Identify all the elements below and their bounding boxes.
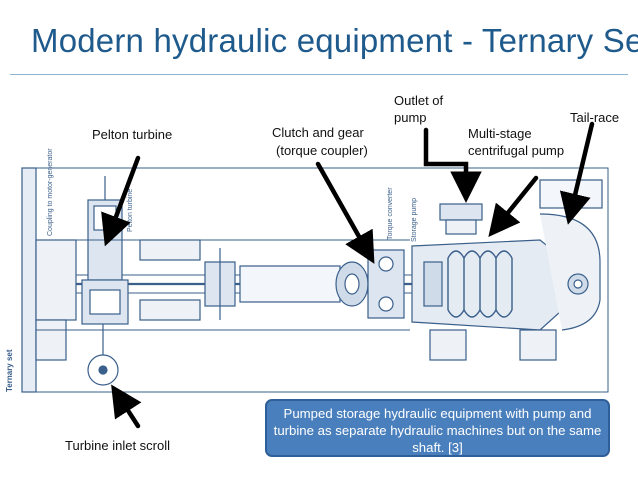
clutch-label-line1: Clutch and gear bbox=[272, 125, 364, 140]
clutch-label-line2: (torque coupler) bbox=[276, 143, 368, 158]
outlet-label-line2: pump bbox=[394, 110, 427, 125]
outlet-arrow bbox=[423, 127, 482, 203]
pelton-arrow bbox=[101, 155, 141, 247]
multistage-arrow bbox=[488, 175, 539, 238]
inlet-scroll-arrow bbox=[111, 384, 142, 429]
pelton-turbine-label: Pelton turbine bbox=[92, 127, 173, 142]
tailrace-arrow bbox=[559, 121, 595, 225]
caption-box: Pumped storage hydraulic equipment with … bbox=[265, 399, 610, 457]
multistage-label-line1: Multi-stage bbox=[468, 126, 532, 141]
side-label: Ternary set bbox=[5, 349, 14, 392]
outlet-label-line1: Outlet of bbox=[394, 93, 444, 108]
clutch-arrow bbox=[315, 161, 375, 264]
title-divider bbox=[10, 74, 628, 75]
torque-label: Torque converter bbox=[387, 187, 394, 240]
tailrace-label: Tail-race bbox=[570, 110, 620, 125]
slide-title: Modern hydraulic equipment - Ternary Set bbox=[31, 22, 638, 59]
multistage-label-line2: centrifugal pump bbox=[468, 143, 565, 158]
inlet-scroll-label: Turbine inlet scroll bbox=[65, 438, 171, 453]
storage-pump-label: Storage pump bbox=[411, 198, 418, 242]
pelton-small-label: Pelton turbine bbox=[127, 189, 134, 232]
coupling-label: Coupling to motor-generator bbox=[47, 148, 54, 236]
